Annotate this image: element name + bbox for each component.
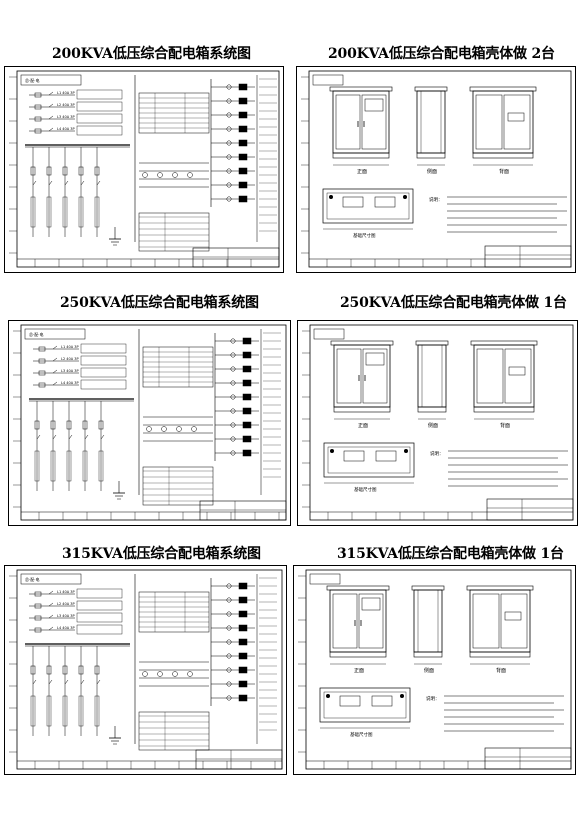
system-diagram-sheet-250kva: 总·配·电 L1 40A 3P L2 40A 3P L3 40A 3P L4 40A 3…	[8, 320, 291, 526]
system-diagram-sheet-200kva: 总·配·电 L1 40A 3P L2 40A 3P L3 40A 3P L4 40A 3…	[4, 66, 284, 273]
side-view-label: 侧面	[427, 168, 437, 175]
back-view-label: 背面	[496, 667, 506, 674]
system-diagram-title-200kva: 200KVA低压综合配电箱系统图	[52, 46, 251, 62]
notes-label: 说明：	[430, 450, 444, 457]
back-view-label: 背面	[499, 168, 509, 175]
enclosure-drawing-sheet-250kva: 正面 侧面 背面基础尺寸图 说明：	[297, 320, 578, 526]
system-diagram-title-250kva: 250KVA低压综合配电箱系统图	[60, 295, 259, 311]
side-view-label: 侧面	[428, 422, 438, 429]
back-view-label: 背面	[500, 422, 510, 429]
svg-text:总·配·电: 总·配·电	[25, 77, 40, 83]
svg-text:L1 40A 3P: L1 40A 3P	[57, 590, 75, 594]
system-schematic-art: 总·配·电 L1 40A 3P L2 40A 3P L3 40A 3P L4 40A 3…	[9, 70, 280, 268]
svg-text:L2 40A 3P: L2 40A 3P	[57, 103, 75, 107]
svg-text:L3 40A 3P: L3 40A 3P	[57, 115, 75, 119]
enclosure-title-200kva: 200KVA低压综合配电箱壳体做 2台	[328, 46, 555, 62]
system-diagram-sheet-315kva: 总·配·电 L1 40A 3P L2 40A 3P L3 40A 3P L4 40A 3…	[4, 565, 287, 775]
base-plan-label: 基础尺寸图	[350, 731, 373, 738]
enclosure-drawing-sheet-200kva: 正面 侧面 背面基础尺寸图 说明：	[296, 66, 576, 273]
base-plan-label: 基础尺寸图	[354, 486, 377, 493]
svg-text:总·配·电: 总·配·电	[29, 331, 44, 337]
svg-text:L2 40A 3P: L2 40A 3P	[57, 602, 75, 606]
side-view-label: 侧面	[424, 667, 434, 674]
system-schematic-art: 总·配·电 L1 40A 3P L2 40A 3P L3 40A 3P L4 40A 3…	[13, 324, 287, 521]
svg-text:L4 40A 3P: L4 40A 3P	[57, 626, 75, 630]
front-view-label: 正面	[358, 423, 368, 429]
svg-text:L3 40A 3P: L3 40A 3P	[57, 614, 75, 618]
svg-text:L4 40A 3P: L4 40A 3P	[61, 381, 79, 385]
svg-text:L4 40A 3P: L4 40A 3P	[57, 127, 75, 131]
system-schematic-art: 总·配·电 L1 40A 3P L2 40A 3P L3 40A 3P L4 40A 3…	[9, 569, 283, 770]
enclosure-title-315kva: 315KVA低压综合配电箱壳体做 1台	[337, 546, 564, 562]
svg-text:L1 40A 3P: L1 40A 3P	[61, 345, 79, 349]
svg-text:总·配·电: 总·配·电	[25, 576, 40, 582]
front-view-label: 正面	[354, 668, 364, 674]
enclosure-title-250kva: 250KVA低压综合配电箱壳体做 1台	[340, 295, 567, 311]
notes-label: 说明：	[426, 695, 440, 702]
svg-text:L3 40A 3P: L3 40A 3P	[61, 369, 79, 373]
system-diagram-title-315kva: 315KVA低压综合配电箱系统图	[62, 546, 261, 562]
base-plan-label: 基础尺寸图	[353, 232, 376, 239]
front-view-label: 正面	[357, 169, 367, 175]
svg-text:L1 40A 3P: L1 40A 3P	[57, 91, 75, 95]
svg-text:L2 40A 3P: L2 40A 3P	[61, 357, 79, 361]
enclosure-drawing-sheet-315kva: 正面 侧面 背面基础尺寸图 说明：	[293, 565, 576, 775]
notes-label: 说明：	[429, 196, 443, 203]
